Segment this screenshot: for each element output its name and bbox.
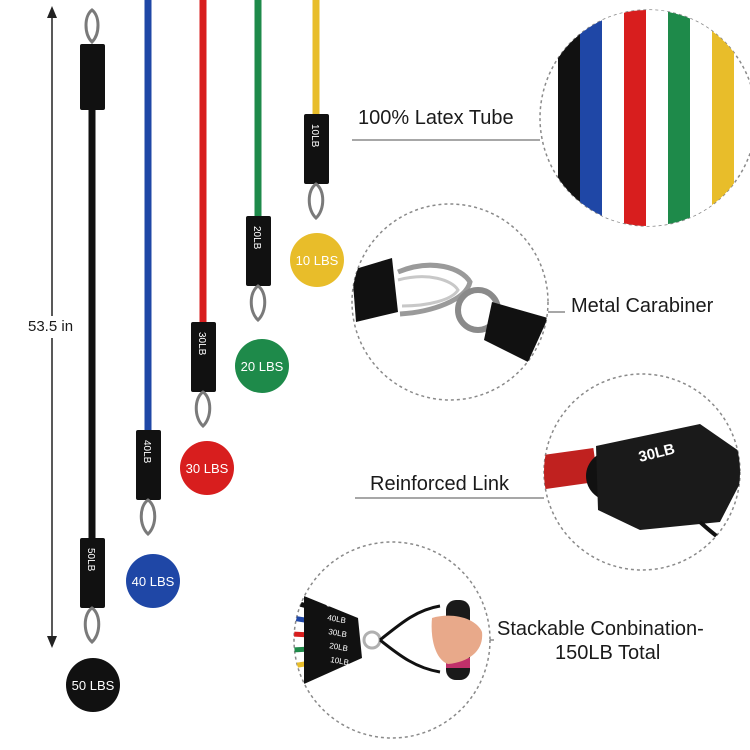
feature-label-carabiner: Metal Carabiner <box>571 295 714 317</box>
detail-stackable-combination <box>293 541 494 739</box>
stack-tag: 30LB <box>328 627 348 639</box>
band-10lb <box>304 0 329 221</box>
band-tag-30lb: 30LB <box>196 332 207 356</box>
stack-tag: 50LB <box>326 599 346 611</box>
length-dimension-arrow <box>30 6 76 648</box>
tube-stripe <box>646 10 668 226</box>
tube-stripe <box>602 10 624 226</box>
band-tag-20lb: 20LB <box>251 226 262 250</box>
detail-latex-tubes <box>352 9 750 227</box>
feature-label-latex-tube: 100% Latex Tube <box>358 107 514 129</box>
feature-label-stackable-line2: 150LB Total <box>555 642 661 664</box>
band-tag-40lb: 40LB <box>141 440 152 464</box>
tube-stripe <box>580 10 602 226</box>
stack-tag: 20LB <box>329 641 349 653</box>
tube-stripe <box>624 10 646 226</box>
weight-badge-50lbs: 50 LBS <box>66 658 120 712</box>
tube-stripe <box>668 10 690 226</box>
band-tag-10lb: 10LB <box>309 124 320 148</box>
weight-badge-30lbs: 30 LBS <box>180 441 234 495</box>
detail-reinforced-link: 30LB <box>355 373 741 571</box>
weight-badge-40lbs: 40 LBS <box>126 554 180 608</box>
feature-label-reinforced-link: Reinforced Link <box>370 473 509 495</box>
tube-stripe <box>712 10 734 226</box>
band-20lb <box>246 0 271 323</box>
feature-label-stackable-line1: Stackable Conbination- <box>497 618 704 640</box>
weight-badge-10lbs: 10 LBS <box>290 233 344 287</box>
band-30lb <box>191 0 216 429</box>
detail-carabiner <box>351 203 565 401</box>
tube-stripe <box>558 10 580 226</box>
weight-badge-20lbs: 20 LBS <box>235 339 289 393</box>
length-label: 53.5 in <box>28 318 74 335</box>
tube-stripe <box>690 10 712 226</box>
stack-tag: 40LB <box>327 613 347 625</box>
band-40lb <box>136 0 161 537</box>
band-50lb <box>80 8 105 645</box>
band-tag-50lb: 50LB <box>85 548 96 572</box>
stack-tag: 10LB <box>330 655 350 667</box>
